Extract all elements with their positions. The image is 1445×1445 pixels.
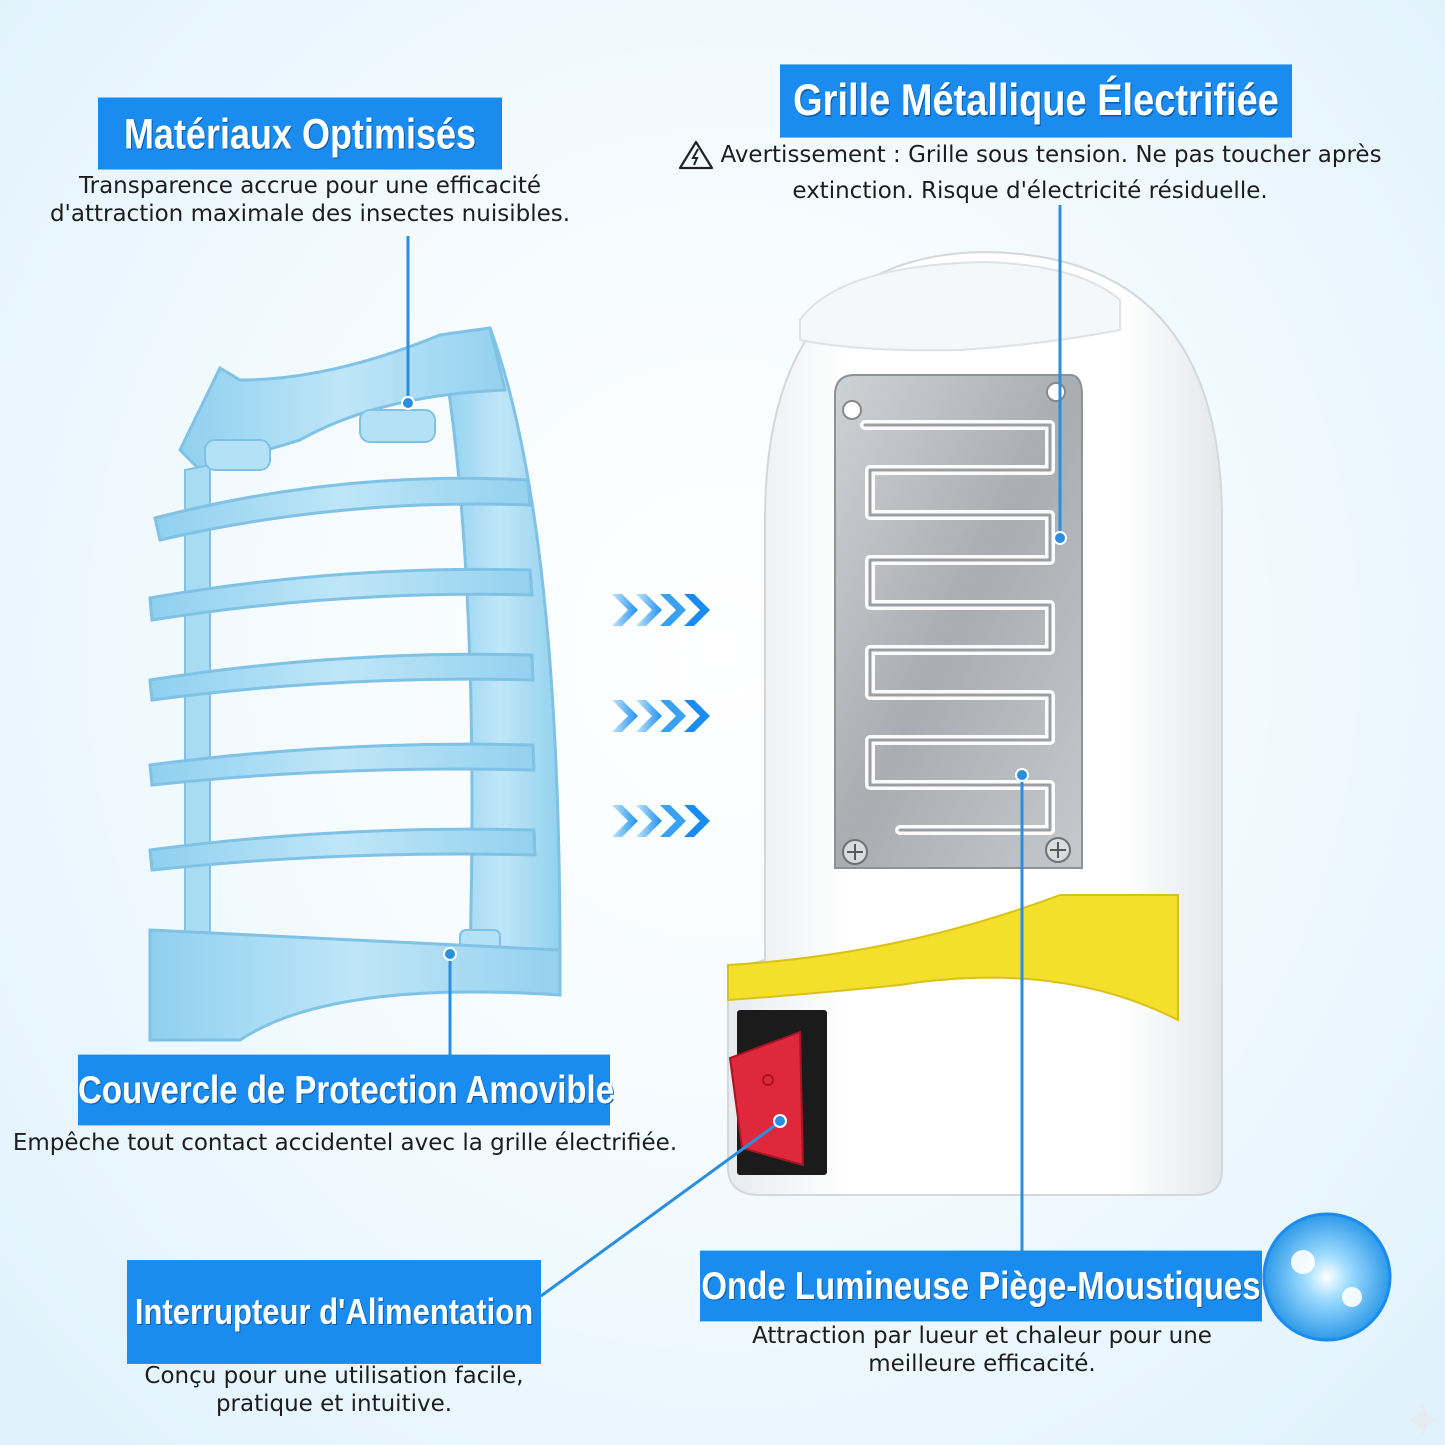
arrow-group-top	[612, 594, 710, 626]
light-desc-line-1: Attraction par lueur et chaleur pour une	[752, 1323, 1212, 1349]
materials-desc-line-1: Transparence accrue pour une efficacité	[78, 173, 542, 199]
chevron-arrow-icon	[612, 594, 638, 626]
materials-title: Matériaux Optimisés	[98, 97, 502, 170]
chevron-arrow-icon	[636, 805, 662, 837]
grid-title: Grille Métallique Électrifiée	[780, 64, 1292, 138]
chevron-arrow-icon	[636, 700, 662, 732]
chevron-arrow-icon	[684, 700, 710, 732]
materials-description: Transparence accrue pour une efficacité …	[30, 172, 590, 228]
grid-desc-line-2: extinction. Risque d'électricité résidue…	[792, 178, 1268, 204]
power-switch[interactable]	[728, 1030, 805, 1167]
chevron-arrow-icon	[684, 805, 710, 837]
light-desc-line-2: meilleure efficacité.	[868, 1351, 1096, 1377]
grid-description: Avertissement : Grille sous tension. Ne …	[640, 140, 1420, 205]
chevron-arrow-icon	[660, 805, 686, 837]
sparkle-icon	[1408, 1405, 1438, 1435]
chevron-arrow-icon	[660, 594, 686, 626]
light-title: Onde Lumineuse Piège-Moustiques	[700, 1250, 1262, 1322]
materials-desc-line-2: d'attraction maximale des insectes nuisi…	[49, 201, 571, 227]
cover-description: Empêche tout contact accidentel avec la …	[12, 1130, 678, 1156]
switch-desc-line-2: pratique et intuitive.	[215, 1391, 453, 1417]
yellow-band	[727, 894, 1179, 1022]
grid-desc-line-1: Avertissement : Grille sous tension. Ne …	[720, 142, 1382, 168]
chevron-arrow-icon	[636, 594, 662, 626]
arrow-group-middle	[612, 700, 710, 732]
leader-lines	[401, 205, 1067, 1298]
chevron-arrow-icon	[684, 594, 710, 626]
switch-title: Interrupteur d'Alimentation	[127, 1260, 541, 1364]
cover-title: Couvercle de Protection Amovible	[78, 1054, 614, 1126]
protective-cover	[148, 326, 562, 1042]
chevron-arrow-icon	[612, 805, 638, 837]
switch-description: Conçu pour une utilisation facile, prati…	[100, 1362, 568, 1418]
chevron-arrow-icon	[660, 700, 686, 732]
chevron-arrow-icon	[612, 700, 638, 732]
light-description: Attraction par lueur et chaleur pour une…	[720, 1322, 1244, 1378]
switch-desc-line-1: Conçu pour une utilisation facile,	[144, 1363, 524, 1389]
arrow-group-bottom	[612, 805, 710, 837]
light-orb-icon	[1262, 1212, 1392, 1342]
warning-triangle-icon	[679, 140, 714, 170]
metal-grid	[834, 374, 1083, 869]
device-body	[727, 250, 1223, 1196]
